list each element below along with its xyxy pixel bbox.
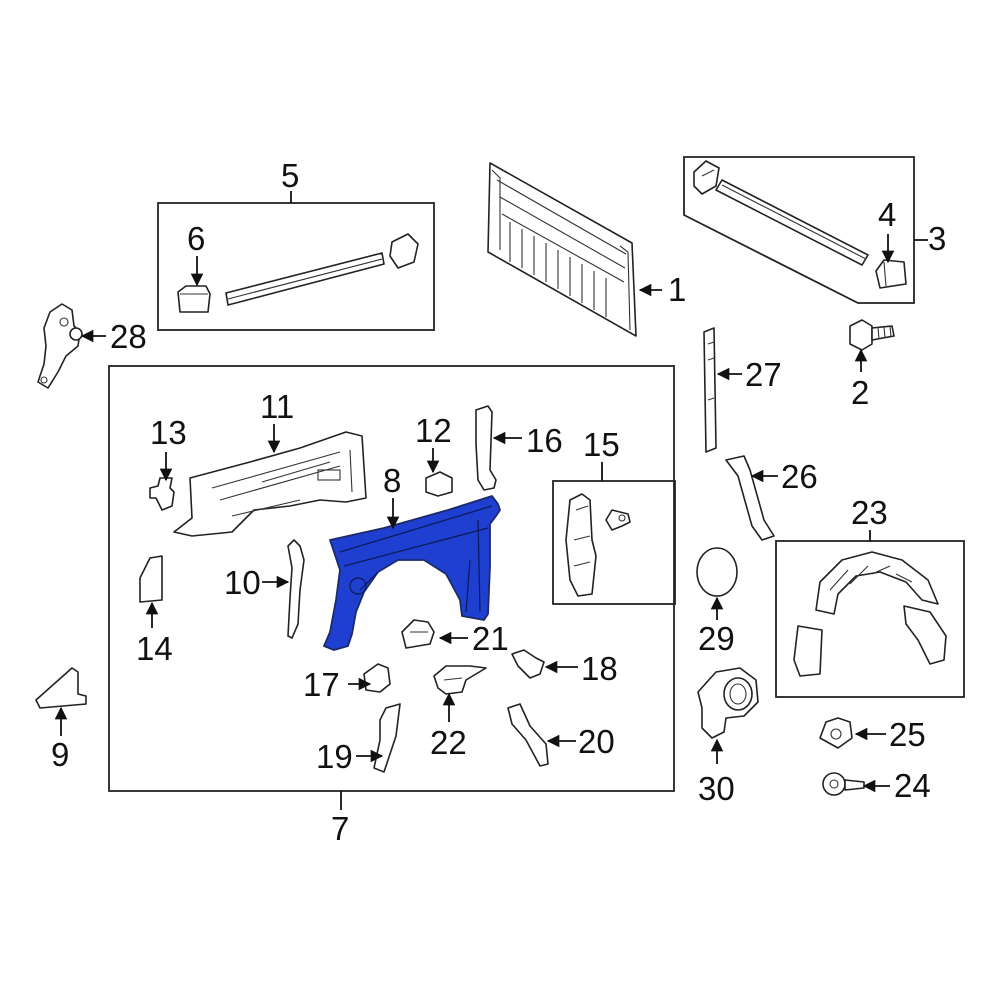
part-12-block[interactable] [425,471,453,497]
part-16-pillar[interactable] [475,405,497,491]
callout-13[interactable]: 13 [150,414,187,451]
part-2-bolt[interactable] [849,319,895,351]
callout-20[interactable]: 20 [578,723,615,760]
callout-18[interactable]: 18 [581,650,618,687]
part-20-brace[interactable] [507,703,549,767]
callout-2[interactable]: 2 [851,374,869,411]
part-6-rail-cap[interactable] [177,285,211,313]
callout-3[interactable]: 3 [928,220,946,257]
part-15-reinforcement[interactable] [565,493,597,597]
part-1-front-panel[interactable] [487,162,637,337]
group-box-3 [683,156,915,304]
callout-16[interactable]: 16 [526,422,563,459]
part-11-inner-panel[interactable] [173,431,367,537]
part-30-fuel-housing[interactable] [697,667,759,739]
part-8-outer-fender[interactable] [323,495,501,651]
part-26-strap[interactable] [725,455,775,541]
callout-28[interactable]: 28 [110,318,147,355]
part-10-pillar[interactable] [287,539,305,639]
part-27-pillar[interactable] [703,327,717,453]
part-13-bracket[interactable] [149,477,175,511]
callout-24[interactable]: 24 [894,767,931,804]
part-25-clip[interactable] [819,717,853,749]
part-29-plug[interactable] [696,547,738,597]
part-19-brace[interactable] [373,703,401,773]
part-23-liner-front[interactable] [793,625,823,677]
callout-23[interactable]: 23 [851,494,888,531]
callout-4[interactable]: 4 [878,196,896,233]
part-9-brace[interactable] [35,667,87,709]
callout-labels: 1 2 3 4 5 6 7 8 9 10 11 12 13 14 15 16 1… [51,157,946,847]
callout-10[interactable]: 10 [224,564,261,601]
leader-lines [54,191,928,810]
group-box-7 [108,365,675,792]
callout-7[interactable]: 7 [331,810,349,847]
part-21-bracket[interactable] [401,619,435,649]
callout-8[interactable]: 8 [383,462,401,499]
callout-15[interactable]: 15 [583,426,620,463]
callout-6[interactable]: 6 [187,220,205,257]
callout-11[interactable]: 11 [260,388,294,425]
group-box-15 [552,480,676,605]
part-28-hinge[interactable] [37,303,83,389]
part-24-screw[interactable] [822,772,865,796]
part-17-bracket[interactable] [363,663,391,693]
part-5-bed-rail[interactable] [225,252,385,306]
part-4-rail-cap[interactable] [875,259,907,289]
part-5-rail-cap-rear[interactable] [389,233,419,269]
callout-14[interactable]: 14 [136,630,173,667]
part-15-fastener[interactable] [605,509,631,531]
callout-19[interactable]: 19 [316,738,353,775]
callout-27[interactable]: 27 [745,356,782,393]
callout-1[interactable]: 1 [668,271,686,308]
callout-26[interactable]: 26 [781,458,818,495]
part-18-bracket[interactable] [511,649,545,679]
callout-9[interactable]: 9 [51,736,69,773]
callout-5[interactable]: 5 [281,157,299,194]
callout-17[interactable]: 17 [303,666,340,703]
part-23-liner-rear[interactable] [903,605,947,665]
part-23-wheelhouse-liner[interactable] [815,551,939,615]
callout-21[interactable]: 21 [472,620,509,657]
part-22-bracket[interactable] [433,665,487,695]
callout-25[interactable]: 25 [889,716,926,753]
callout-29[interactable]: 29 [698,620,735,657]
callout-22[interactable]: 22 [430,724,467,761]
group-box-5 [157,202,435,331]
part-3-bed-rail[interactable] [715,179,869,266]
callout-12[interactable]: 12 [415,412,452,449]
part-14-plate[interactable] [139,555,163,603]
callout-30[interactable]: 30 [698,770,735,807]
part-3-rail-cap-front[interactable] [693,160,720,195]
